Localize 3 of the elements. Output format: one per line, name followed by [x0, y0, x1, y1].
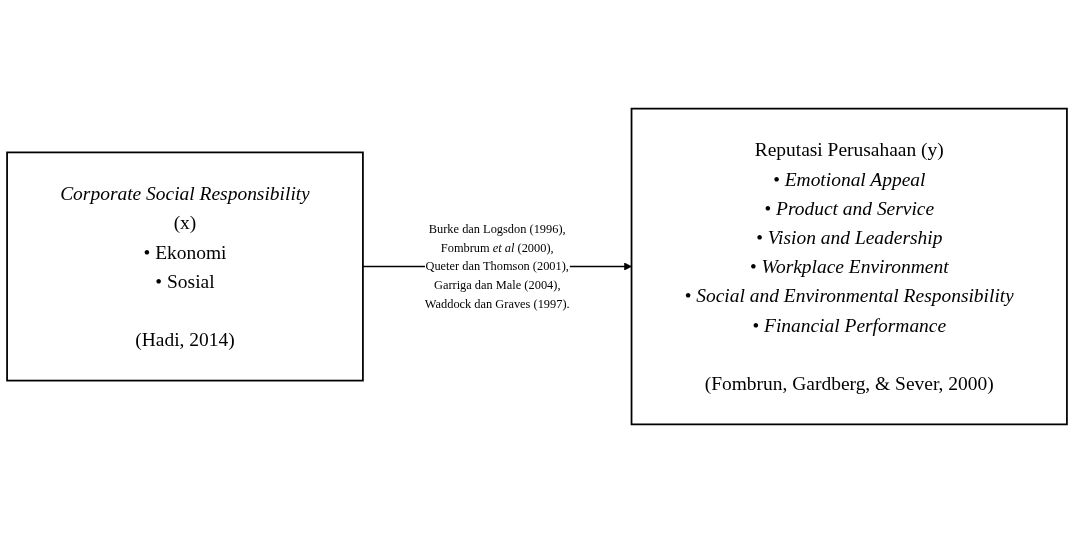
node-box: Corporate Social Responsibility (x) • Ekonomi • Sosial (Hadi, 2014): [6, 151, 364, 382]
edge-label: Burke dan Logsdon (1996), Fombrum et al (2000), Queter dan Thomson (2001), Garriga dan Male (2004), Waddock dan Graves (1997).: [424, 222, 570, 311]
node-box: Reputasi Perusahaan (y) • Emotional Appeal • Product and Service • Vision and Leadership • Workplace Environment • Social and Environmental Responsibility • Financial Performance (Fombrun, Gardberg, & Sever, 2000): [630, 107, 1068, 426]
